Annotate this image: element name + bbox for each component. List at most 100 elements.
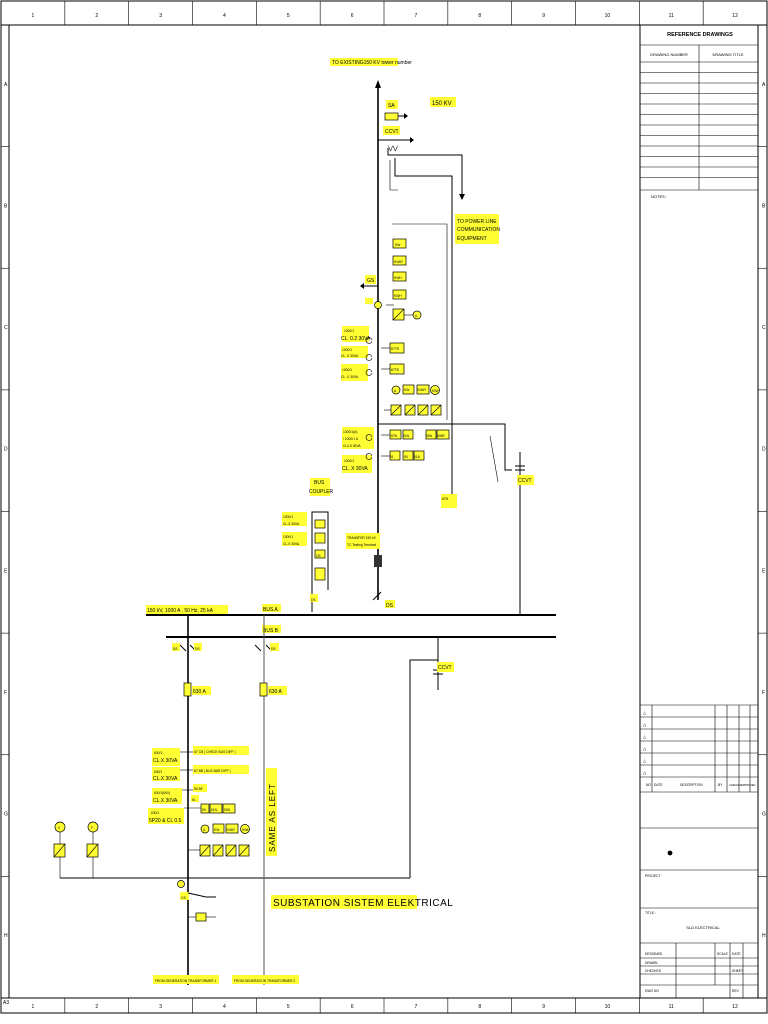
bc-ct2-ratio: 1000/1 [283, 535, 293, 539]
column-label-11-bot: 11 [669, 1004, 674, 1010]
kwh-meter-2: KWH [394, 294, 402, 298]
column-label-5-top: 5 [287, 13, 290, 19]
notes-label: NOTES : [651, 194, 667, 199]
line-trap-icon: ⋁⋁ [387, 145, 398, 152]
svg-text:50N: 50N [224, 808, 231, 812]
ct1-class: CL. 0.2 30VA [341, 336, 371, 342]
column-label-9-bot: 9 [542, 1004, 545, 1010]
ct1-ratio: 1000/1 [344, 329, 354, 333]
transfer-label-1: TRANSFER 150 kV [347, 536, 377, 540]
meter-row-mid: A KW KVAR KWH [384, 384, 442, 416]
svg-text:51N: 51N [414, 455, 421, 459]
bay1-gs-label: GS [181, 896, 187, 900]
revision-mark-icon: △ [643, 746, 647, 751]
gen-ct1-class: CL.X 30VA [153, 758, 178, 764]
ccvt-arrow-icon [410, 137, 414, 143]
relay-row-bay1: 50 51N 50N A KW KVAR KWH [180, 751, 250, 857]
svg-text:50BF: 50BF [437, 434, 445, 438]
gen-cb-icon [195, 912, 207, 922]
drawn-label: DRAWN [645, 961, 658, 965]
dwg-no-label: DWG NO [645, 989, 659, 993]
bus-rating-label: 150 kV, 1000 A , 50 Hz, 25 kA [147, 608, 214, 614]
bus-b-label: BUS B [263, 628, 279, 634]
checked-label: CHECKED [645, 969, 662, 973]
column-label-3-bot: 3 [159, 1004, 162, 1010]
sheet-size-label: A3 [3, 1000, 9, 1006]
column-label-6-bot: 6 [351, 1004, 354, 1010]
column-label-8-bot: 8 [478, 1004, 481, 1010]
revision-mark-icon: △ [643, 770, 647, 775]
ct4-ratio: 1000/1(A) [343, 430, 357, 434]
gs-label: GS [367, 278, 375, 284]
plc-arrow-icon [459, 194, 465, 200]
svg-text:51N: 51N [211, 808, 218, 812]
voltage-label: 150 KV [432, 101, 452, 107]
plc-label-1: TO POWER LINE [457, 219, 497, 225]
svg-text:51N: 51N [403, 434, 410, 438]
svg-text:KVAR: KVAR [226, 828, 235, 832]
relay-51: 51 [192, 798, 196, 802]
ct5-ratio: 1000/1 [344, 459, 354, 463]
relay-87tr-a: 87TR [391, 347, 400, 351]
ammeter-a: A [415, 314, 418, 318]
svg-text:KVAR: KVAR [417, 388, 426, 392]
svg-text:V: V [58, 826, 61, 830]
svg-text:630 A: 630 A [193, 689, 206, 695]
rev-col-no: NO [646, 783, 651, 787]
rev-label: REV [732, 989, 740, 993]
rev-col-approved: APPROVED [741, 783, 756, 787]
bc-ds-label: DS [311, 598, 316, 602]
svg-text:KWH: KWH [242, 828, 250, 832]
relay-50bf: 50 BF [194, 787, 203, 791]
kw-meter: KW [395, 243, 401, 247]
kvar-meter: KVAR [394, 260, 403, 264]
column-label-12-bot: 12 [732, 1004, 738, 1010]
row-label-C: C [762, 325, 766, 331]
row-label-A: A [762, 82, 766, 88]
svg-text:F: F [91, 826, 93, 830]
gen-ct4-class: 5P20 & CL 0.5 [149, 818, 182, 824]
svg-text:50N: 50N [426, 434, 433, 438]
row-label-B: B [762, 203, 766, 209]
to-existing-label: TO EXISTING150 KV tower number [332, 60, 412, 66]
svg-text:DS: DS [195, 647, 200, 651]
svg-text:KW: KW [214, 828, 220, 832]
row-label-H: H [4, 933, 8, 939]
ct-symbols-upper [365, 337, 390, 376]
gen-ct2-ratio: 630/1 [154, 770, 162, 774]
column-label-5-bot: 5 [287, 1004, 290, 1010]
svg-text:50: 50 [404, 455, 408, 459]
gs-arrow-icon [360, 283, 364, 289]
sheet-label: SHEET [732, 969, 743, 973]
column-label-2-top: 2 [95, 13, 98, 19]
gen-ct4-ratio: 630/1 [151, 811, 159, 815]
drawing-title-value: SLD ELECTRICAL [686, 925, 720, 930]
gen-ct3-ratio: 630/1(600) [154, 791, 170, 795]
column-label-1-top: 1 [32, 13, 35, 19]
row-label-B: B [4, 203, 8, 209]
transfer-label-2: TC Testing Terminal [347, 543, 376, 547]
designed-label: DESIGNED [645, 952, 663, 956]
row-label-G: G [762, 812, 766, 818]
ccvt-top-label: CCVT [385, 129, 399, 135]
title-label: TITLE : [645, 911, 656, 915]
row-label-F: F [4, 690, 7, 696]
row-label-C: C [4, 325, 8, 331]
bus-coupler-label-1: BUS [314, 480, 325, 486]
same-as-left-label: SAME AS LEFT [268, 783, 277, 852]
date-label: DATE [732, 952, 741, 956]
gen-ct1-ratio: 630/1 [154, 751, 162, 755]
plc-label-2: COMMUNICATION [457, 227, 500, 233]
bay-2: DS 630 A [254, 615, 287, 985]
scale-label: SCALE [717, 952, 729, 956]
svg-text:KWH: KWH [432, 389, 440, 393]
revision-mark-icon: △ [643, 722, 647, 727]
column-label-4-bot: 4 [223, 1004, 226, 1010]
svg-text:51: 51 [390, 455, 394, 459]
row-label-E: E [762, 568, 766, 574]
column-label-3-top: 3 [159, 13, 162, 19]
